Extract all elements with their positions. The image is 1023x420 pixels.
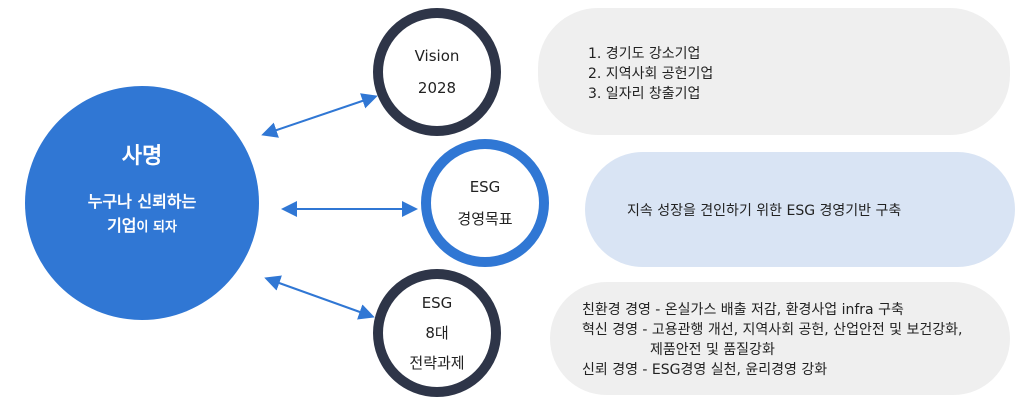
mission-line2b: 이 되자 [136, 220, 177, 235]
goal-circle: ESG 경영목표 [421, 139, 549, 267]
strategy-circle: ESG 8대 전략과제 [373, 269, 501, 397]
vision-item: 1. 경기도 강소기업 [588, 46, 701, 62]
goal-label-1: ESG [469, 178, 501, 196]
strategy-item: 신뢰 경영 - ESG경영 실천, 윤리경영 강화 [582, 362, 828, 378]
vision-label: Vision [414, 47, 460, 65]
goal-text: 지속 성장을 견인하기 위한 ESG 경영기반 구축 [627, 203, 902, 219]
vision-circle: Vision 2028 [373, 8, 501, 136]
arrow-strategy [264, 275, 375, 320]
strategy-label-1: ESG [421, 294, 453, 312]
strategy-item: 혁신 경영 - 고용관행 개선, 지역사회 공헌, 산업안전 및 보건강화, [582, 322, 963, 338]
strategy-label-2: 8대 [425, 324, 449, 342]
vision-box: 1. 경기도 강소기업 2. 지역사회 공헌기업 3. 일자리 창출기업 [538, 8, 1010, 135]
mission-circle: 사명 누구나 신뢰하는 기업이 되자 [25, 86, 259, 320]
vision-item: 2. 지역사회 공헌기업 [588, 66, 714, 82]
goal-label-2: 경영목표 [457, 210, 513, 228]
vision-year: 2028 [417, 79, 457, 97]
strategy-label-3: 전략과제 [409, 354, 465, 372]
strategy-item: 제품안전 및 품질강화 [650, 342, 775, 358]
goal-box: 지속 성장을 견인하기 위한 ESG 경영기반 구축 [585, 152, 1015, 267]
mission-line1: 누구나 신뢰하는 [87, 192, 197, 211]
vision-item: 3. 일자리 창출기업 [588, 86, 701, 102]
strategy-item: 친환경 경영 - 온실가스 배출 저감, 환경사업 infra 구축 [582, 302, 904, 318]
mission-line2a: 기업 [107, 216, 137, 235]
strategy-box: 친환경 경영 - 온실가스 배출 저감, 환경사업 infra 구축 혁신 경영… [550, 282, 1010, 395]
mission-title: 사명 [121, 144, 163, 169]
arrow-vision [261, 93, 378, 138]
